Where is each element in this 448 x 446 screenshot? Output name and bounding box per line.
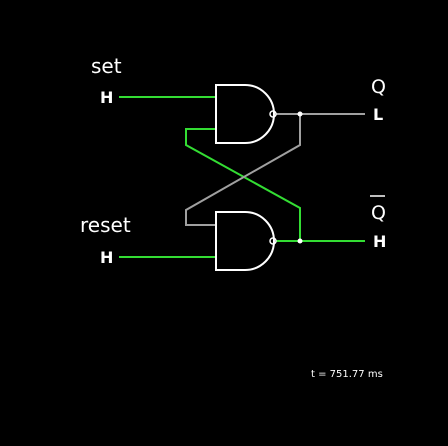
q-output-label: Q: [371, 76, 386, 98]
nand-gate-top: [215, 84, 277, 144]
set-input-state[interactable]: H: [100, 88, 113, 107]
q-junction-dot: [297, 111, 303, 117]
qbar-junction-dot: [297, 238, 303, 244]
set-input-label: set: [91, 54, 122, 78]
q-feedback-wire: [185, 114, 301, 226]
q-output-state: L: [373, 105, 383, 124]
qbar-output-state: H: [373, 232, 386, 251]
reset-input-label: reset: [80, 213, 131, 237]
reset-input-state[interactable]: H: [100, 248, 113, 267]
qbar-feedback-wire: [185, 128, 301, 241]
qbar-output-label: Q: [371, 202, 386, 224]
simulation-time: t = 751.77 ms: [311, 369, 383, 380]
nand-gate-bottom: [215, 211, 277, 271]
